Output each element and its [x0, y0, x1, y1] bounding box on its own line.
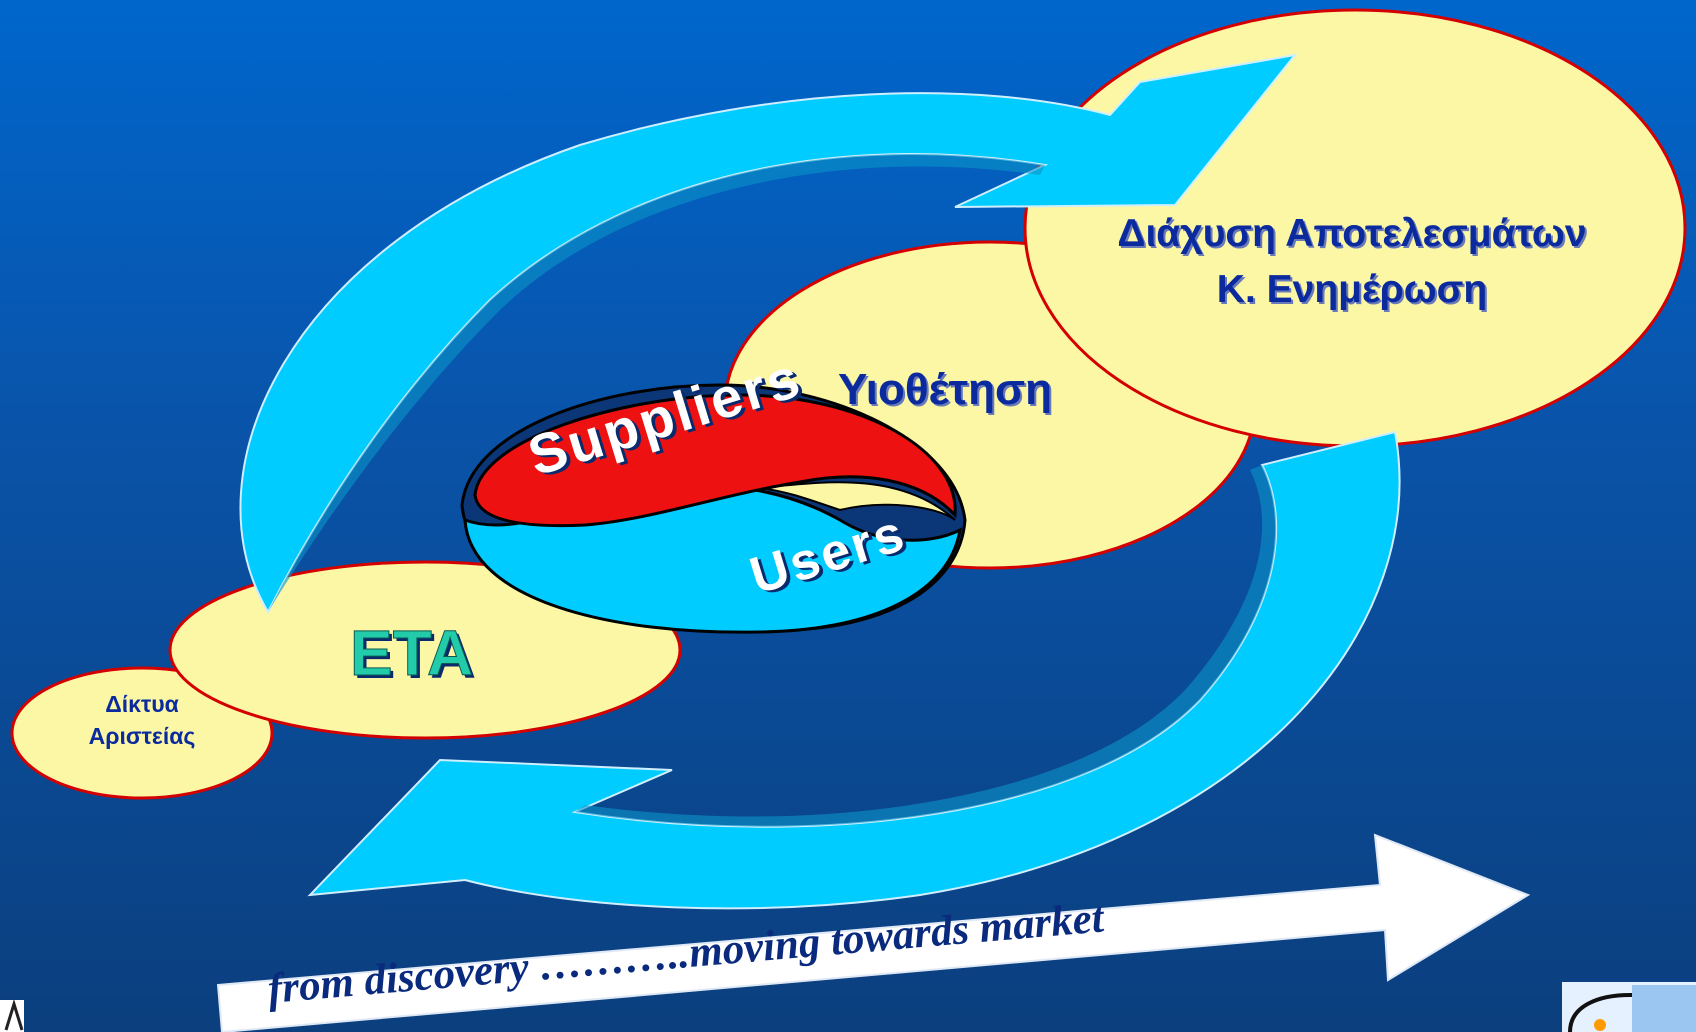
diktya-line2: Αριστείας: [88, 723, 196, 749]
ist-logo-fragment: [1562, 982, 1696, 1032]
diktya-line1: Δίκτυα: [105, 691, 179, 717]
cycle-arrow-upper-shade: [268, 154, 1045, 612]
diktya-ellipse: [10, 666, 274, 800]
suppliers-users-shape: [460, 383, 967, 634]
diktya-label: Δίκτυα Αριστείας: [52, 688, 232, 752]
diaxysi-line2: Κ. Ενημέρωση: [1216, 268, 1488, 311]
diaxysi-line1: Διάχυση Αποτελεσμάτων: [1117, 212, 1587, 255]
diaxysi-label: Διάχυση Αποτελεσμάτων Κ. Ενημέρωση: [1012, 206, 1692, 318]
eta-label: ETA: [349, 617, 474, 690]
market-arrow: [216, 833, 1531, 1032]
left-logo-fragment: [0, 998, 24, 1032]
shape-yellow-band: [759, 481, 956, 521]
yiothetisi-label: Υιοθέτηση: [838, 365, 1052, 414]
suppliers-shape: [473, 393, 957, 528]
